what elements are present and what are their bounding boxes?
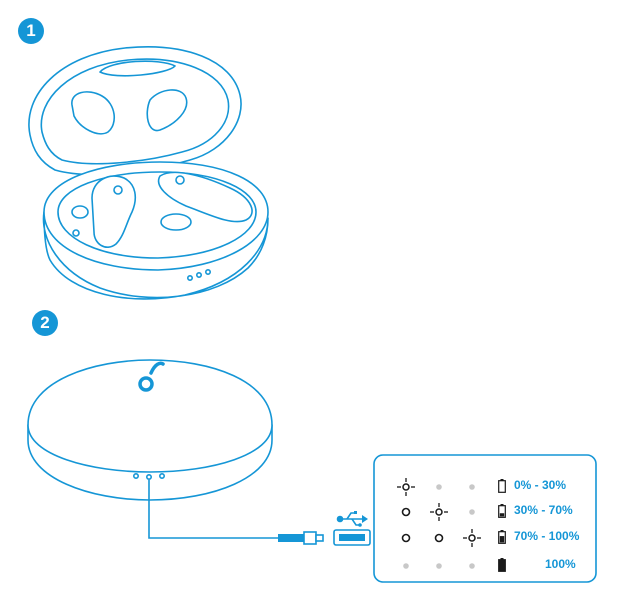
battery-range-label: 70% - 100% bbox=[514, 529, 580, 543]
led-slot-3 bbox=[461, 501, 485, 523]
led-slot-2 bbox=[428, 555, 452, 577]
closed-case-led-3 bbox=[159, 472, 166, 479]
case-led-2 bbox=[196, 271, 203, 278]
off-led-icon bbox=[469, 484, 475, 490]
battery-range-label: 30% - 70% bbox=[514, 503, 573, 517]
off-led-icon bbox=[469, 509, 475, 515]
off-led-icon bbox=[436, 563, 442, 569]
led-slot-2 bbox=[428, 476, 452, 498]
solid-led-icon bbox=[401, 533, 411, 543]
closed-case-led-1 bbox=[133, 472, 140, 479]
usb-c-plug bbox=[278, 534, 304, 542]
lid-earbud-cavity-left bbox=[71, 91, 115, 135]
battery-range-label: 100% bbox=[545, 557, 576, 571]
closed-case-led-2 bbox=[146, 473, 153, 480]
blinking-led-icon bbox=[397, 478, 415, 496]
led-slot-2 bbox=[428, 501, 452, 523]
right-earbud-tip bbox=[175, 175, 185, 185]
usb-symbol-icon bbox=[336, 511, 368, 527]
led-slot-1 bbox=[395, 501, 419, 523]
tray-cavity-center bbox=[160, 213, 192, 231]
led-slot-1 bbox=[395, 555, 419, 577]
led-slot-3 bbox=[461, 555, 485, 577]
lid-earbud-cavity-right bbox=[146, 89, 188, 132]
usb-c-cable bbox=[148, 480, 324, 545]
solid-led-icon bbox=[434, 533, 444, 543]
led-slot-1 bbox=[395, 527, 419, 549]
brand-logo-icon bbox=[138, 361, 165, 392]
led-slot-3 bbox=[461, 476, 485, 498]
led-row: 100% bbox=[377, 555, 592, 577]
solid-led-icon bbox=[401, 507, 411, 517]
closed-case-illustration bbox=[27, 359, 273, 501]
led-slot-2 bbox=[428, 527, 452, 549]
blinking-led-icon bbox=[463, 529, 481, 547]
step-2-badge: 2 bbox=[32, 310, 58, 336]
tray-cavity-left bbox=[71, 205, 89, 219]
case-led-3 bbox=[205, 268, 212, 275]
off-led-icon bbox=[403, 563, 409, 569]
battery-range-label: 0% - 30% bbox=[514, 478, 567, 492]
blinking-led-icon bbox=[430, 503, 448, 521]
tray-button bbox=[72, 229, 80, 237]
battery-icon bbox=[498, 504, 506, 518]
right-earbud bbox=[157, 171, 253, 223]
led-row: 0% - 30% bbox=[377, 476, 592, 498]
case-led-1 bbox=[187, 274, 194, 281]
led-slot-1 bbox=[395, 476, 419, 498]
lid-notch bbox=[99, 60, 176, 77]
led-status-table: 0% - 30% 30% - 70% 70% - 100% 100% bbox=[377, 461, 592, 582]
led-row: 30% - 70% bbox=[377, 501, 592, 523]
off-led-icon bbox=[469, 563, 475, 569]
led-slot-3 bbox=[461, 527, 485, 549]
battery-icon bbox=[498, 530, 506, 544]
battery-icon bbox=[498, 558, 506, 572]
left-earbud-tip bbox=[113, 185, 123, 195]
open-case-illustration bbox=[28, 46, 269, 300]
step-1-badge: 1 bbox=[18, 18, 44, 44]
case-lid-inner bbox=[40, 58, 230, 165]
led-row: 70% - 100% bbox=[377, 527, 592, 549]
off-led-icon bbox=[436, 484, 442, 490]
usb-a-port bbox=[333, 529, 371, 546]
left-earbud bbox=[91, 175, 137, 248]
battery-icon bbox=[498, 479, 506, 493]
led-status-panel bbox=[373, 454, 597, 583]
closed-case-seam bbox=[27, 424, 273, 473]
